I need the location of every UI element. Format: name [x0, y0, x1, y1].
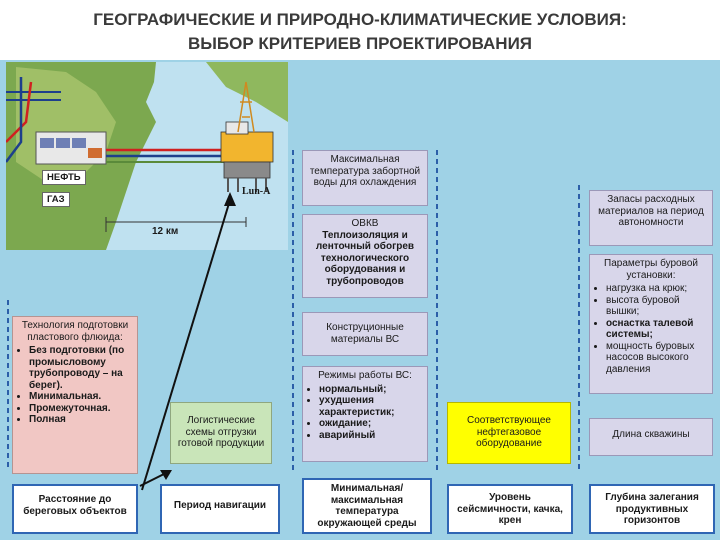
oil-pipe-coast	[6, 77, 23, 163]
rig-params-item: высота буровой вышки;	[606, 295, 708, 318]
bottom-box-2: Период навигации	[160, 484, 280, 534]
map-drawing	[6, 62, 288, 250]
rig-params-item: мощность буровых насосов высокого давлен…	[606, 341, 708, 376]
distance-label: 12 км	[152, 226, 179, 237]
page-title: ГЕОГРАФИЧЕСКИЕ И ПРИРОДНО-КЛИМАТИЧЕСКИЕ …	[0, 8, 720, 56]
max-water-temp-box: Максимальная температура забортной воды …	[302, 150, 428, 206]
modes-list: нормальный; ухудшения характеристик; ожи…	[307, 384, 423, 442]
modes-heading: Режимы работы ВС:	[318, 370, 412, 381]
bottom-box-text: Период навигации	[173, 500, 267, 511]
bottom-box-3: Минимальная/ максимальная температура ок…	[302, 478, 432, 534]
bottom-box-text: Минимальная/ максимальная температура ок…	[317, 483, 417, 529]
modes-item: ожидание;	[319, 418, 423, 430]
modes-item: нормальный;	[319, 384, 423, 396]
gas-label: ГАЗ	[42, 192, 70, 207]
map-illustration: НЕФТЬ ГАЗ Lun-A 12 км	[6, 62, 288, 250]
bottom-box-1: Расстояние до береговых объектов	[12, 484, 138, 534]
equipment-text: Соответствующее нефтегазовое оборудовани…	[466, 415, 551, 449]
modes-item: ухудшения характеристик;	[319, 395, 423, 418]
tank-1	[40, 138, 54, 148]
title-line-1: ГЕОГРАФИЧЕСКИЕ И ПРИРОДНО-КЛИМАТИЧЕСКИЕ …	[93, 10, 627, 29]
coast-line	[6, 91, 61, 101]
oil-label: НЕФТЬ	[42, 170, 86, 185]
ovkv-heading: ОВКВ	[351, 218, 379, 229]
technology-item: Без подготовки (по промысловому трубопро…	[29, 345, 133, 391]
rig-params-heading: Параметры буровой установки:	[604, 258, 698, 281]
bottom-box-text: Глубина залегания продуктивных горизонто…	[605, 492, 699, 526]
ovkv-body: Теплоизоляция и ленточный обогрев технол…	[315, 229, 415, 287]
gas-pipe-coast	[6, 81, 33, 143]
tank-2	[56, 138, 70, 148]
distance-ticks	[105, 217, 247, 232]
logistics-text: Логистические схемы отгрузки готовой про…	[177, 415, 265, 449]
ovkv-box: ОВКВ Теплоизоляция и ленточный обогрев т…	[302, 214, 428, 298]
tank-3	[72, 138, 86, 148]
technology-heading: Технология подготовки пластового флюида:	[21, 320, 129, 343]
tank-4	[88, 148, 102, 158]
max-water-temp-text: Максимальная температура забортной воды …	[309, 154, 421, 188]
bottom-box-5: Глубина залегания продуктивных горизонто…	[589, 484, 715, 534]
title-line-2: ВЫБОР КРИТЕРИЕВ ПРОЕКТИРОВАНИЯ	[187, 34, 533, 53]
bottom-box-4: Уровень сейсмичности, качка, крен	[447, 484, 573, 534]
technology-list: Без подготовки (по промысловому трубопро…	[17, 345, 133, 426]
modes-item: аварийный	[319, 430, 423, 442]
platform-icon	[220, 81, 274, 192]
technology-item: Промежуточная.	[29, 403, 133, 415]
bottom-box-text: Расстояние до береговых объектов	[23, 494, 127, 517]
equipment-box: Соответствующее нефтегазовое оборудовани…	[447, 402, 571, 464]
technology-box: Технология подготовки пластового флюида:…	[12, 316, 138, 474]
well-length-text: Длина скважины	[612, 429, 690, 440]
materials-box: Конструционные материалы ВС	[302, 312, 428, 356]
modes-box: Режимы работы ВС: нормальный; ухудшения …	[302, 366, 428, 462]
logistics-box: Логистические схемы отгрузки готовой про…	[170, 402, 272, 464]
technology-item: Полная	[29, 414, 133, 426]
materials-text: Конструционные материалы ВС	[326, 322, 404, 345]
bottom-box-text: Уровень сейсмичности, качка, крен	[457, 492, 563, 526]
rig-params-item: нагрузка на крюк;	[606, 283, 708, 295]
rig-params-list: нагрузка на крюк; высота буровой вышки; …	[594, 283, 708, 375]
rig-params-item: оснастка талевой системы;	[606, 318, 708, 341]
rig-params-box: Параметры буровой установки: нагрузка на…	[589, 254, 713, 394]
consumables-box: Запасы расходных материалов на период ав…	[589, 190, 713, 246]
consumables-text: Запасы расходных материалов на период ав…	[598, 194, 704, 228]
platform-label: Lun-A	[242, 186, 271, 197]
well-length-box: Длина скважины	[589, 418, 713, 456]
technology-item: Минимальная.	[29, 391, 133, 403]
